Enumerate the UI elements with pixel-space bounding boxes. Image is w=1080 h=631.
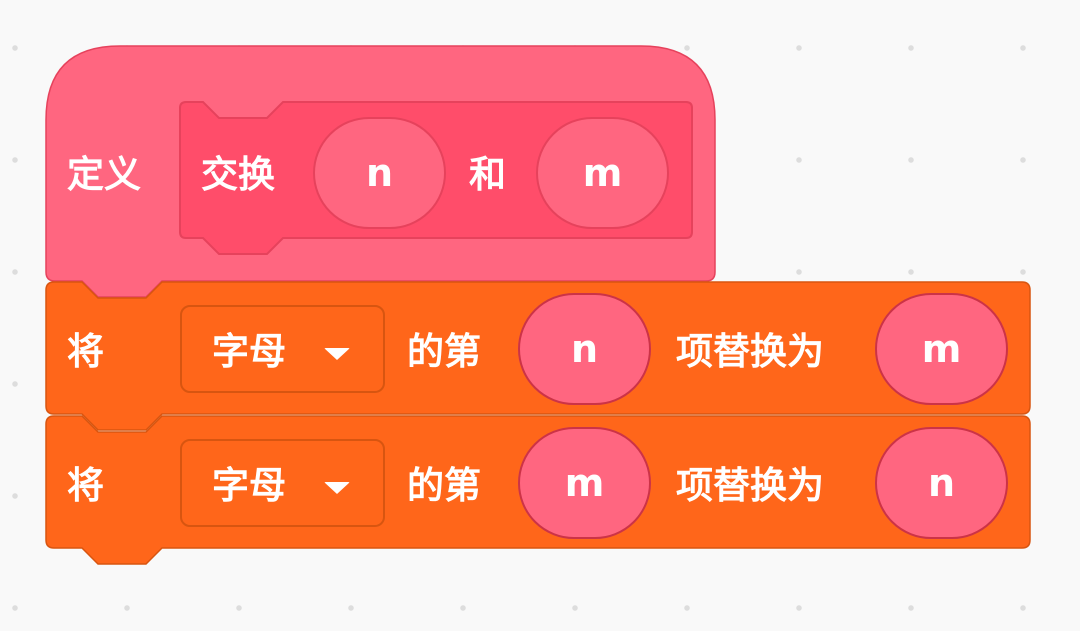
caret-down-icon — [324, 348, 350, 360]
param-n-reporter[interactable]: n — [313, 117, 446, 229]
index-reporter[interactable]: m — [518, 427, 651, 539]
connector-label: 和 — [469, 153, 506, 196]
list-dropdown[interactable]: 字母 — [180, 439, 385, 527]
new-value-reporter[interactable]: m — [875, 293, 1008, 405]
middle-label: 的第 — [407, 330, 481, 373]
param-m-reporter[interactable]: m — [536, 117, 669, 229]
new-value-reporter[interactable]: n — [875, 427, 1008, 539]
caret-down-icon — [324, 482, 350, 494]
replace-verb-label: 将 — [67, 330, 104, 373]
replace-action-label: 项替换为 — [676, 330, 824, 373]
define-label: 定义 — [67, 153, 141, 196]
list-name-text: 字母 — [212, 464, 286, 507]
index-reporter[interactable]: n — [518, 293, 651, 405]
replace-action-label: 项替换为 — [676, 464, 824, 507]
list-dropdown[interactable]: 字母 — [180, 305, 385, 393]
middle-label: 的第 — [407, 464, 481, 507]
procedure-name: 交换 — [201, 153, 275, 196]
list-name-text: 字母 — [212, 330, 286, 373]
replace-verb-label: 将 — [67, 464, 104, 507]
